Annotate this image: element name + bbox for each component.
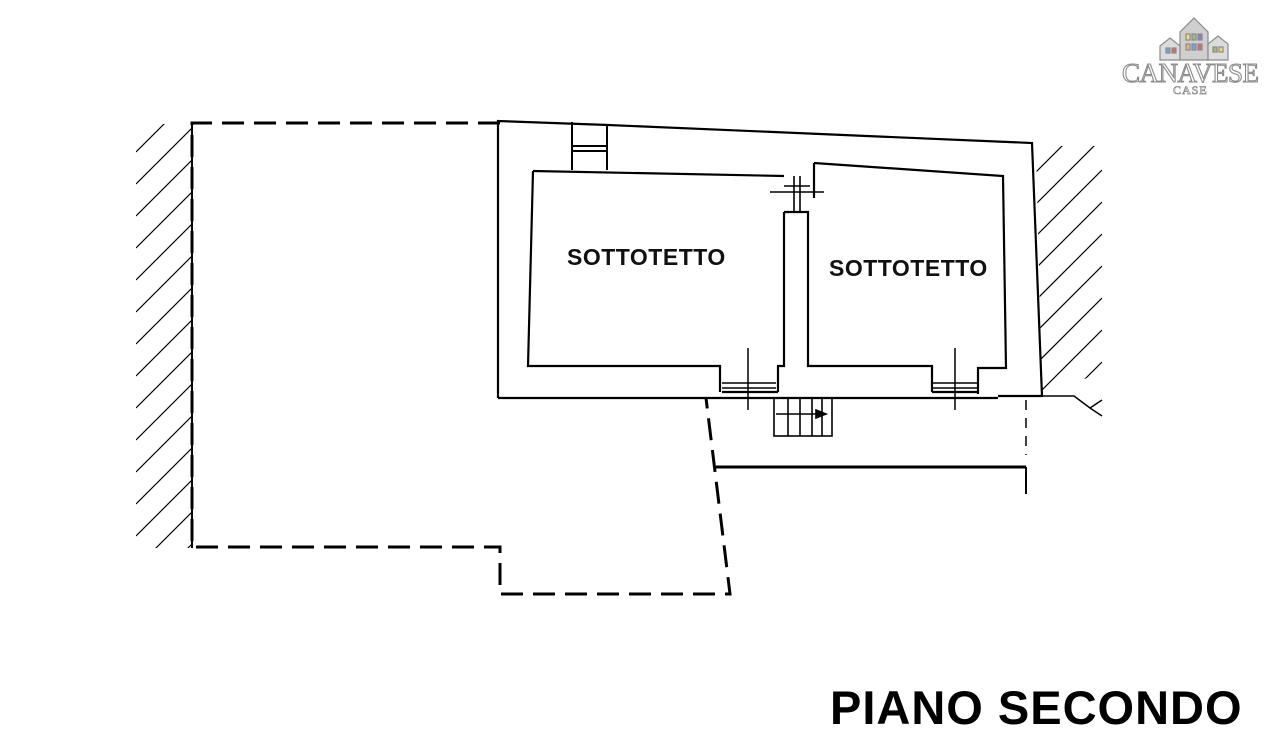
lower-lines: [714, 397, 1027, 494]
opening-left: [722, 348, 776, 410]
right-hatch-area: [1036, 146, 1102, 396]
floor-title: PIANO SECONDO: [830, 681, 1243, 734]
logo-sub: CASE: [1173, 83, 1208, 97]
outer-walls: [496, 119, 1044, 400]
left-hatch-area: [136, 124, 192, 548]
opening-right: [932, 348, 978, 410]
door-top-middle: [770, 176, 824, 212]
stair: [773, 397, 833, 437]
room-label-right: SOTTOTETTO: [829, 255, 988, 281]
logo-word: CANAVESE: [1122, 58, 1259, 88]
dashed-outline: [190, 121, 732, 596]
vent-top: [571, 122, 608, 170]
canavese-logo: CANAVESE CASE: [1121, 17, 1260, 97]
right-corner-detail: [1042, 395, 1103, 417]
logo-houses-icon: [1159, 17, 1229, 61]
room-1-outline: [526, 169, 934, 392]
room-label-left: SOTTOTETTO: [567, 244, 726, 270]
